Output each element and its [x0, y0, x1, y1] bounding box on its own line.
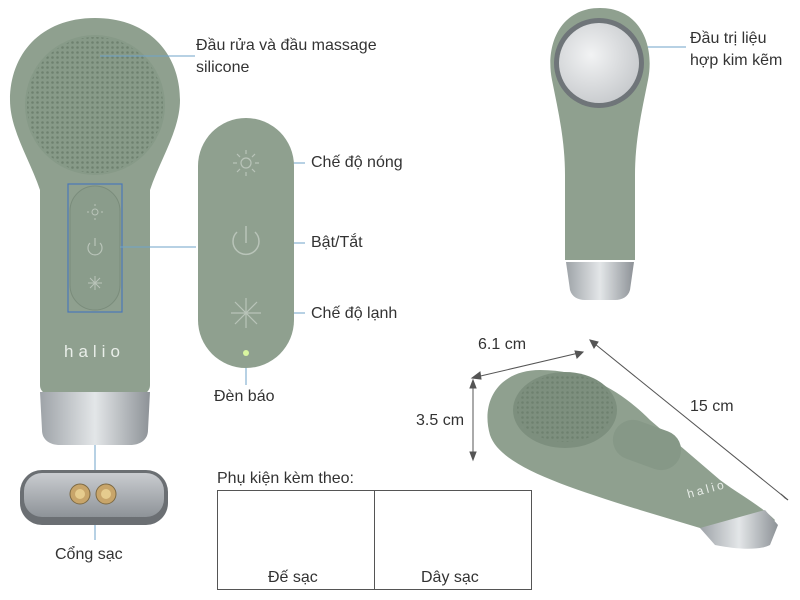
front-device [10, 18, 180, 445]
warm-mode-label: Chế độ nóng [311, 154, 403, 171]
charging-cable-label: Dây sạc [421, 569, 479, 586]
accessories-title: Phụ kiện kèm theo: [217, 470, 354, 487]
indicator-label: Đèn báo [214, 388, 275, 405]
brush-head-label-2: silicone [196, 59, 250, 76]
treatment-head-label: Đầu trị liệu [690, 30, 767, 47]
power-label: Bật/Tắt [311, 234, 363, 251]
charging-base-label: Đế sạc [268, 569, 318, 586]
power-icon [87, 238, 103, 256]
treatment-head-label-2: hợp kim kẽm [690, 52, 783, 69]
brush-head-label: Đầu rửa và đầu massage [196, 37, 377, 54]
accessories-box [217, 490, 532, 590]
charging-port-view [20, 470, 168, 525]
front-brand-text: halio [64, 342, 125, 361]
charging-port-label: Cổng sạc [55, 546, 123, 563]
cool-mode-icon [88, 276, 102, 290]
length-dimension: 15 cm [690, 398, 734, 415]
width-dimension: 6.1 cm [478, 336, 527, 353]
cool-mode-label: Chế độ lạnh [311, 305, 398, 322]
warm-mode-icon [87, 204, 103, 220]
dimension-arrows [469, 339, 789, 501]
back-device [550, 8, 650, 300]
height-dimension: 3.5 cm [416, 412, 465, 429]
accessories-divider [374, 491, 375, 589]
angled-device: halio [487, 370, 778, 549]
button-panel [198, 118, 294, 368]
